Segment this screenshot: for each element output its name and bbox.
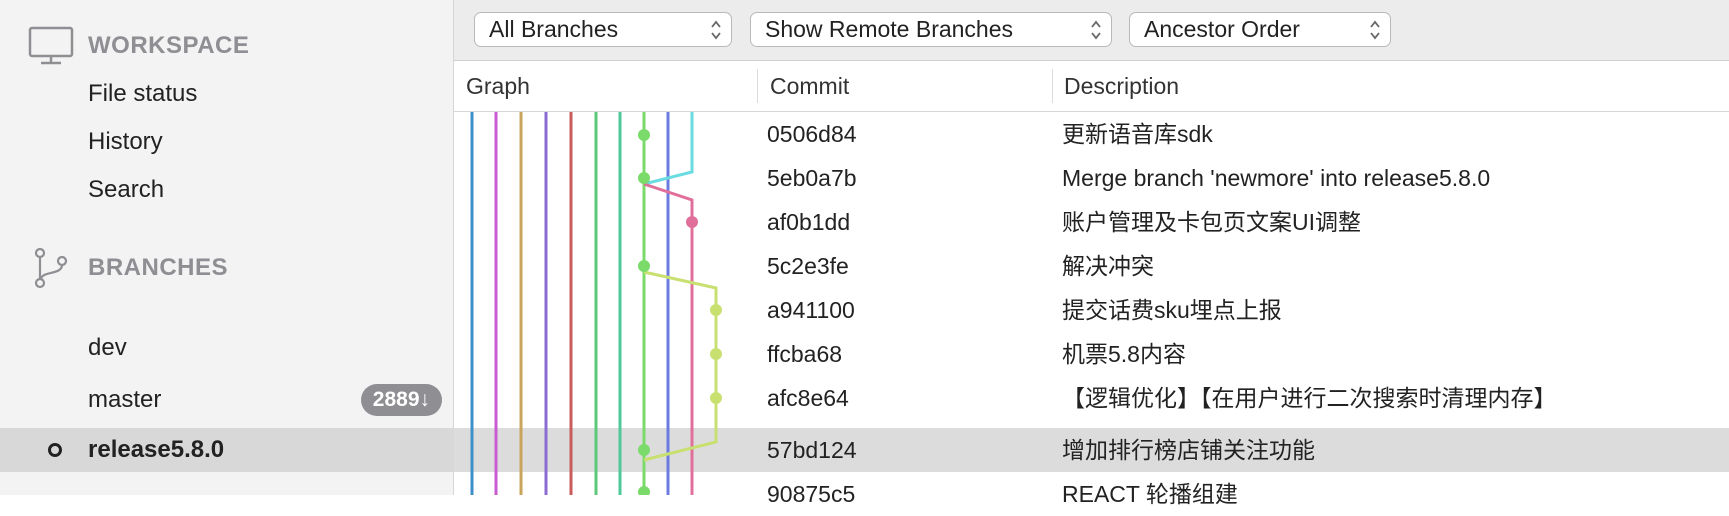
- sidebar-item-label: File status: [88, 80, 198, 107]
- commit-hash: afc8e64: [767, 385, 849, 411]
- commit-node: [638, 486, 650, 495]
- commit-hash: ffcba68: [767, 341, 843, 367]
- commit-row[interactable]: 5c2e3fe 解决冲突: [454, 244, 1729, 288]
- branch-label: release5.8.0: [88, 436, 225, 463]
- commit-node: [638, 129, 650, 141]
- commit-description: 【逻辑优化】【在用户进行二次搜索时清理内存】: [1062, 385, 1557, 411]
- branch-icon: [28, 246, 74, 290]
- select-value: Show Remote Branches: [765, 16, 1014, 42]
- graph-merge-line: [643, 112, 694, 186]
- order-select[interactable]: Ancestor Order: [1129, 12, 1391, 47]
- commit-graph: [470, 112, 722, 495]
- column-divider[interactable]: [757, 69, 758, 103]
- sidebar: WORKSPACE File status History Search BRA…: [0, 0, 454, 495]
- workspace-header-label: WORKSPACE: [88, 32, 250, 59]
- commit-node: [638, 444, 650, 456]
- commit-node: [710, 348, 722, 360]
- branch-item-dev[interactable]: dev: [0, 326, 454, 370]
- monitor-icon: [28, 24, 74, 68]
- log-toolbar: All Branches Show Remote Branches Ancest…: [454, 0, 1729, 61]
- commit-node: [686, 216, 698, 228]
- graph-branch-line: [643, 182, 694, 495]
- sidebar-item-label: History: [88, 128, 163, 155]
- commit-description: 增加排行榜店铺关注功能: [1062, 437, 1315, 463]
- commit-hash: 0506d84: [767, 121, 857, 147]
- commit-column-header[interactable]: Commit: [770, 73, 850, 99]
- branches-filter-select[interactable]: All Branches: [474, 12, 732, 47]
- behind-count-badge: 2889↓: [360, 384, 442, 416]
- graph-column-header[interactable]: Graph: [466, 73, 530, 99]
- chevron-updown-icon: [711, 20, 721, 40]
- commit-row[interactable]: ffcba68 机票5.8内容: [454, 332, 1729, 376]
- commit-row[interactable]: a941100 提交话费sku埋点上报: [454, 288, 1729, 332]
- commit-row[interactable]: af0b1dd 账户管理及卡包页文案UI调整: [454, 200, 1729, 244]
- commit-description: 更新语音库sdk: [1062, 121, 1213, 147]
- select-value: Ancestor Order: [1144, 16, 1300, 42]
- branch-label: dev: [88, 334, 127, 361]
- sidebar-item-history[interactable]: History: [0, 120, 454, 164]
- sidebar-item-label: Search: [88, 176, 165, 203]
- commit-hash: af0b1dd: [767, 209, 851, 235]
- commit-node: [638, 172, 650, 184]
- commit-hash: a941100: [767, 297, 855, 323]
- branch-item-master[interactable]: master 2889↓: [0, 378, 454, 422]
- commit-hash: 90875c5: [767, 481, 856, 507]
- commit-description: 提交话费sku埋点上报: [1062, 297, 1282, 323]
- commit-log-panel: All Branches Show Remote Branches Ancest…: [454, 0, 1729, 507]
- sidebar-item-file-status[interactable]: File status: [0, 72, 454, 116]
- commit-row[interactable]: 5eb0a7b Merge branch 'newmore' into rele…: [454, 156, 1729, 200]
- commit-node: [710, 304, 722, 316]
- graph-branch-line: [643, 270, 718, 462]
- current-branch-icon: [48, 443, 62, 457]
- chevron-updown-icon: [1370, 20, 1380, 40]
- commit-row[interactable]: 0506d84 更新语音库sdk: [454, 112, 1729, 156]
- sidebar-item-search[interactable]: Search: [0, 168, 454, 212]
- remote-branches-select[interactable]: Show Remote Branches: [750, 12, 1112, 47]
- commit-node: [638, 260, 650, 272]
- branch-label: master: [88, 386, 162, 413]
- commit-description: REACT 轮播组建: [1062, 481, 1238, 507]
- commit-hash: 57bd124: [767, 437, 857, 463]
- description-column-header[interactable]: Description: [1064, 73, 1180, 99]
- commit-description: 账户管理及卡包页文案UI调整: [1062, 209, 1361, 235]
- commit-description: Merge branch 'newmore' into release5.8.0: [1062, 165, 1491, 191]
- commit-hash: 5c2e3fe: [767, 253, 849, 279]
- commit-hash: 5eb0a7b: [767, 165, 857, 191]
- select-value: All Branches: [489, 16, 619, 42]
- workspace-section-header: WORKSPACE: [0, 26, 454, 66]
- commit-description: 机票5.8内容: [1062, 341, 1186, 367]
- commit-row[interactable]: afc8e64 【逻辑优化】【在用户进行二次搜索时清理内存】: [454, 376, 1729, 420]
- branches-section-header: BRANCHES: [0, 246, 454, 290]
- column-divider[interactable]: [1052, 69, 1053, 103]
- column-headers: Graph Commit Description: [454, 61, 1729, 112]
- commit-node: [710, 392, 722, 404]
- chevron-updown-icon: [1091, 20, 1101, 40]
- branch-item-release[interactable]: release5.8.0: [0, 428, 454, 472]
- branches-header-label: BRANCHES: [88, 254, 229, 281]
- commit-description: 解决冲突: [1062, 253, 1154, 279]
